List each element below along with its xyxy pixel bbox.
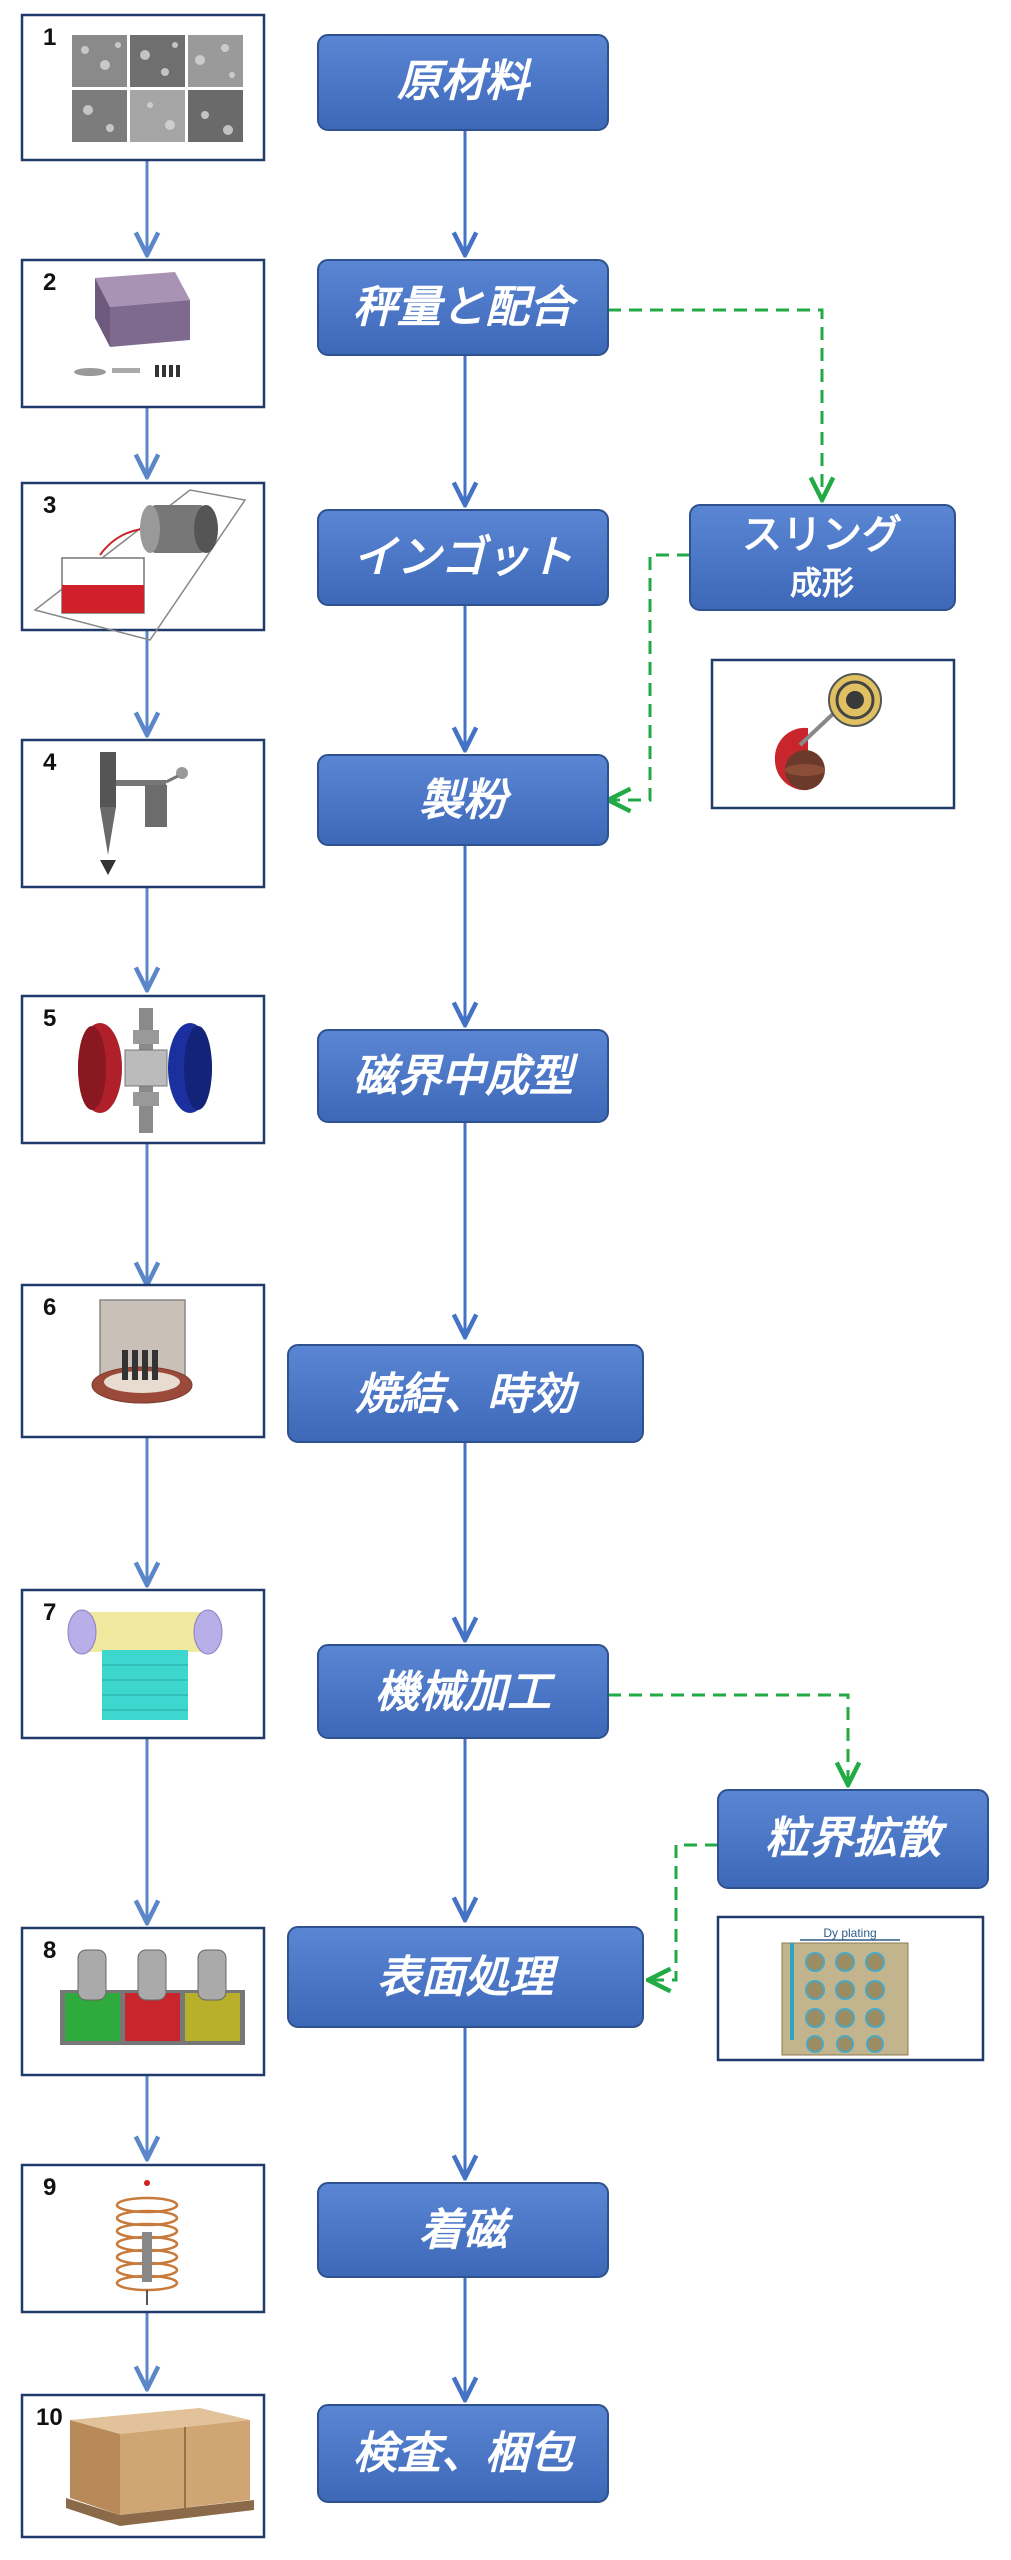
strip-casting-icon (774, 673, 882, 791)
thumbnail-number: 7 (43, 1599, 56, 1626)
side-box-grain-boundary: 粒界拡散 (717, 1789, 989, 1889)
step-box-1: 原材料 (317, 34, 609, 131)
step-box-2: 秤量と配合 (317, 259, 609, 356)
thumbnail-number: 5 (43, 1005, 56, 1032)
thumbnail-number: 9 (43, 2174, 56, 2201)
packing-crate-icon (66, 2408, 254, 2526)
thumbnail-number: 3 (43, 492, 56, 519)
step-box-7: 機械加工 (317, 1644, 609, 1739)
side-image-heading: Dy plating (823, 1926, 876, 1940)
step-label: 製粉 (419, 775, 512, 826)
thumbnail-10: 10 (20, 2393, 266, 2539)
step-box-9: 着磁 (317, 2182, 609, 2278)
thumbnail-3: 3 (20, 481, 266, 641)
magnetizing-coil-icon (115, 2180, 179, 2305)
side-label-line2: 成形 (790, 564, 854, 602)
thumbnail-number: 10 (36, 2404, 63, 2431)
milling-machine-icon (100, 752, 188, 875)
side-branch-boxes: スリング 成形 粒界拡散 (689, 504, 989, 1889)
step-label: 着磁 (419, 2205, 514, 2256)
grain-boundary-diffusion-icon: Dy plating (781, 1926, 909, 2056)
step-box-3: インゴット (317, 509, 609, 606)
side-image-grain-boundary: Dy plating (716, 1915, 985, 2062)
sintering-furnace-icon (91, 1299, 193, 1404)
thumbnail-number: 6 (43, 1294, 56, 1321)
side-label-line1: スリング (742, 512, 902, 558)
step-label: 秤量と配合 (353, 282, 579, 333)
thumbnail-number: 8 (43, 1937, 56, 1964)
side-image-strip-casting (710, 658, 956, 810)
thumbnail-7: 7 (20, 1588, 266, 1740)
surface-coating-icon (60, 1949, 245, 2045)
process-steps: 原材料 秤量と配合 インゴット 製粉 磁界中成型 焼結、時効 機械加工 表面処 (287, 34, 644, 2503)
thumbnail-5: 5 (20, 994, 266, 1145)
thumbnail-number: 1 (43, 24, 56, 51)
step-box-8: 表面処理 (287, 1926, 644, 2028)
side-branch-arrows (608, 308, 848, 1980)
thumbnail-number: 4 (43, 749, 57, 776)
thumbnail-column: 1 2 (20, 13, 266, 2539)
step-box-4: 製粉 (317, 754, 609, 846)
step-label: 磁界中成型 (353, 1051, 579, 1102)
machining-icon (67, 1609, 223, 1720)
thumbnail-2: 2 (20, 258, 266, 409)
step-box-5: 磁界中成型 (317, 1029, 609, 1123)
thumbnail-4: 4 (20, 738, 266, 889)
thumbnail-1: 1 (20, 13, 266, 162)
side-label-line1: 粒界拡散 (765, 1813, 948, 1864)
thumbnail-9: 9 (20, 2163, 266, 2314)
step-box-6: 焼結、時効 (287, 1344, 644, 1443)
thumbnail-number: 2 (43, 269, 56, 296)
step-label: 原材料 (397, 56, 532, 107)
step-label: 機械加工 (375, 1667, 556, 1718)
step-box-10: 検査、梱包 (317, 2404, 609, 2503)
magnetic-press-icon (78, 1008, 212, 1133)
step-label: インゴット (353, 532, 573, 583)
ingot-casting-icon (33, 489, 247, 641)
thumbnail-6: 6 (20, 1283, 266, 1439)
weighing-block-icon (74, 272, 190, 377)
raw-material-samples-icon (72, 35, 243, 142)
side-box-strip-casting: スリング 成形 (689, 504, 956, 611)
step-label: 検査、梱包 (353, 2428, 577, 2479)
thumbnail-8: 8 (20, 1926, 266, 2077)
step-label: 焼結、時効 (355, 1369, 580, 1420)
step-label: 表面処理 (377, 1952, 560, 2003)
